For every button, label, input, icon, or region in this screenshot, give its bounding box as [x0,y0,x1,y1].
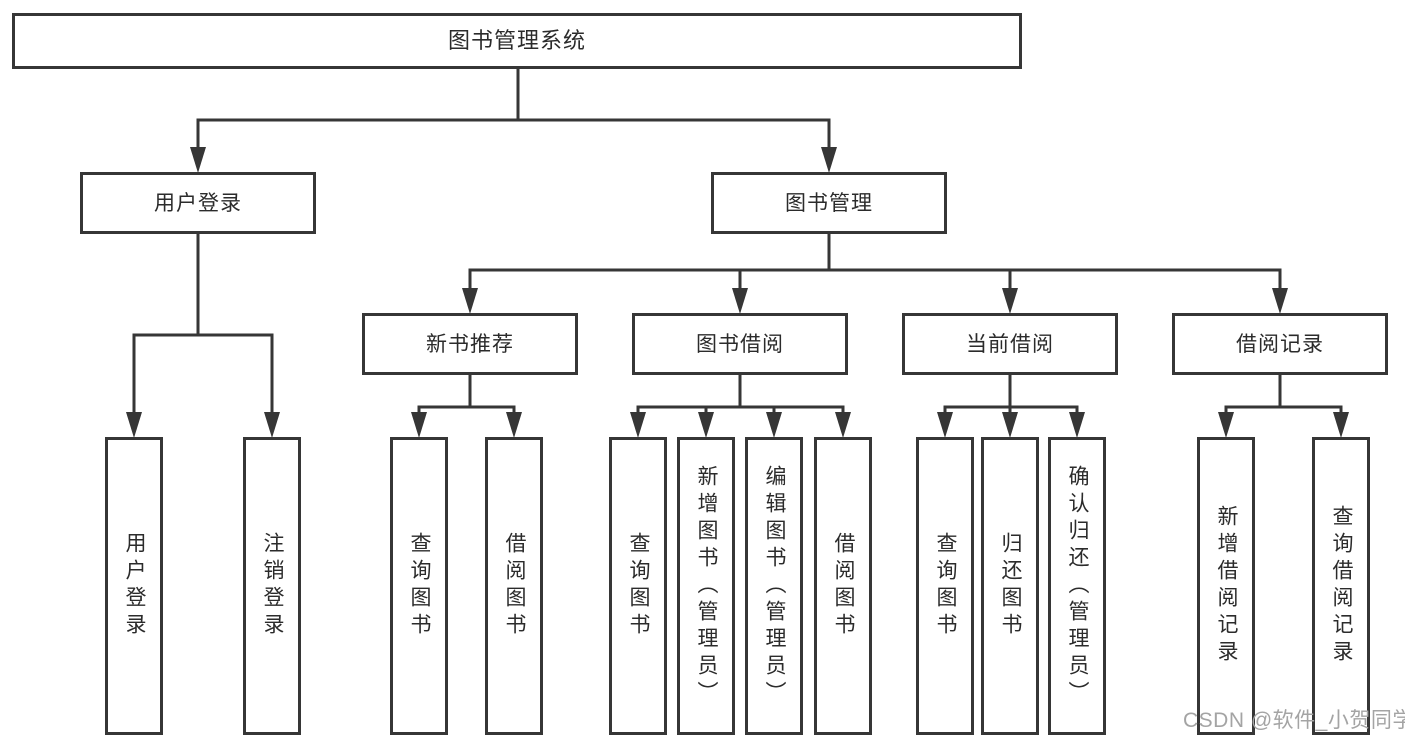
node-current-borrow: 当前借阅 [902,313,1118,375]
arrowheads-current-borrow [937,412,1085,438]
node-leaf-edit-book-admin: 编辑图书（管理员） [745,437,803,735]
node-leaf-query-books-2: 查询图书 [609,437,667,735]
arrowheads-borrow-records [1218,412,1349,438]
node-book-management: 图书管理 [711,172,947,234]
arrowheads-new-book-recommend [411,412,522,438]
connector-borrow-records-to-leaves [1224,373,1343,416]
node-leaf-query-books-1: 查询图书 [390,437,448,735]
connector-book-management-to-level3 [468,232,1282,292]
node-leaf-add-book-admin: 新增图书（管理员） [677,437,735,735]
node-new-book-recommend: 新书推荐 [362,313,578,375]
node-leaf-query-borrow-record: 查询借阅记录 [1312,437,1370,735]
csdn-watermark: CSDN @软件_小贺同学 [1183,709,1405,732]
arrowheads-level2 [190,147,837,173]
arrowheads-level3 [462,288,1288,314]
connector-user-login-to-leaves [132,232,274,416]
node-leaf-borrow-books-2: 借阅图书 [814,437,872,735]
node-leaf-return-book: 归还图书 [981,437,1039,735]
arrowheads-user-login-leaves [126,412,280,438]
node-borrow-records: 借阅记录 [1172,313,1388,375]
arrowheads-book-borrow [630,412,851,438]
connector-current-borrow-to-leaves [943,373,1079,416]
connector-new-book-recommend-to-leaves [417,373,516,416]
node-leaf-confirm-return-admin: 确认归还（管理员） [1048,437,1106,735]
node-library-system: 图书管理系统 [12,13,1022,69]
connector-root-to-level2 [196,67,831,152]
node-leaf-user-login: 用户登录 [105,437,163,735]
connector-book-borrow-to-leaves [636,373,845,416]
node-leaf-query-books-3: 查询图书 [916,437,974,735]
node-leaf-logout: 注销登录 [243,437,301,735]
node-book-borrow: 图书借阅 [632,313,848,375]
node-leaf-add-borrow-record: 新增借阅记录 [1197,437,1255,735]
node-user-login-branch: 用户登录 [80,172,316,234]
node-leaf-borrow-books-1: 借阅图书 [485,437,543,735]
